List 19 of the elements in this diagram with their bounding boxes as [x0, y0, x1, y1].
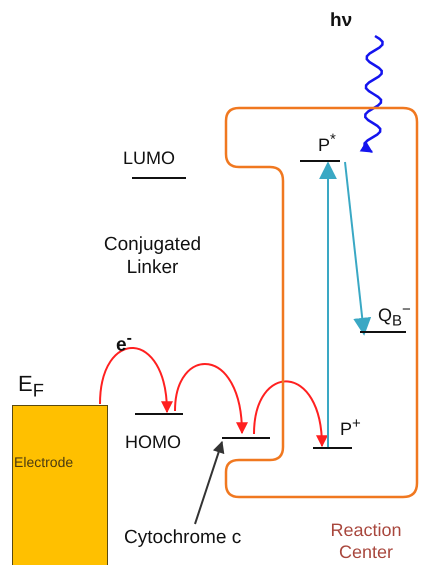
arrow [99, 347, 172, 414]
arrow [319, 161, 337, 447]
linker-label: Conjugated Linker [102, 233, 202, 279]
level-label: P$^{*}$ [318, 130, 336, 155]
arrow [174, 363, 248, 434]
arrow [253, 380, 328, 448]
cytochrome-label: Cytochrome c [124, 526, 242, 549]
level-label: P$^{+}$ [340, 414, 361, 439]
fermi-level-label: E$_{F}$ [18, 372, 44, 402]
wavy-arrow [360, 34, 384, 154]
electrode-block [12, 405, 108, 565]
level-label: LUMO [123, 148, 176, 168]
electrode-label: Electrode [14, 454, 74, 470]
edge-label: hν [330, 10, 352, 32]
arrow [344, 162, 372, 336]
reaction-center-label: Reaction Center [329, 519, 403, 563]
edge-label: e$^{-}$ [116, 330, 132, 356]
level-label: HOMO [125, 432, 181, 452]
leader-arrow [194, 440, 224, 524]
